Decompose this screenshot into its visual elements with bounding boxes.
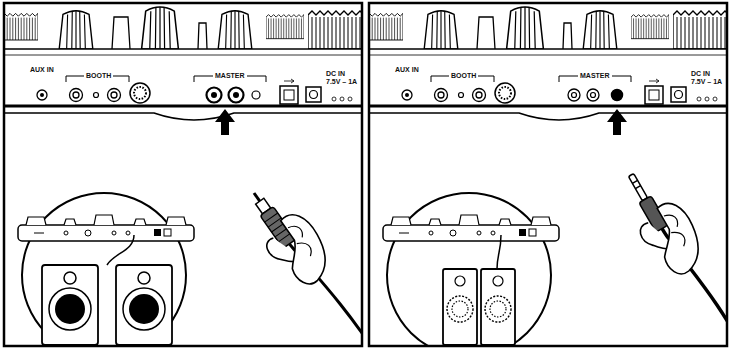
jack-symbol [572, 93, 577, 98]
jack-symbol [49, 288, 91, 330]
aux-in-label: AUX IN [28, 66, 56, 74]
jack-symbol [138, 272, 150, 284]
panel-shape [481, 269, 515, 345]
drawing-group [443, 89, 727, 346]
jack-panel [361, 3, 730, 350]
outline-path [607, 109, 627, 135]
jack-symbol [207, 88, 222, 103]
jack-symbol [123, 288, 165, 330]
outline-path [632, 180, 640, 188]
jack-symbol [55, 294, 85, 324]
jack-symbol [568, 89, 580, 101]
outline-path [265, 207, 340, 289]
jack-symbol [587, 89, 599, 101]
panel-shape [116, 265, 172, 345]
aux-in-label: AUX IN [393, 66, 421, 74]
jack-symbol [447, 296, 473, 322]
dc-in-label: DC IN 7.5V – 1A [691, 70, 725, 86]
jack-symbol [233, 92, 239, 98]
master-label: MASTER [213, 72, 247, 80]
jack-symbol [252, 91, 260, 99]
outline-path [286, 222, 316, 258]
jack-symbol [490, 301, 506, 317]
jack-symbol [229, 88, 244, 103]
knob-symbol [361, 3, 730, 350]
panel-shape [443, 269, 477, 345]
outline-path [497, 235, 501, 269]
jack-symbol [64, 272, 76, 284]
jack-symbol [452, 301, 468, 317]
monitor-speaker [42, 265, 172, 345]
booth-label: BOOTH [449, 72, 478, 80]
rca-plug-hand [236, 177, 362, 346]
outline-path [215, 109, 235, 135]
jack-symbol [485, 296, 511, 322]
drawing-group [42, 88, 362, 347]
outline-path [107, 235, 134, 265]
panel-shape [628, 174, 647, 201]
rca-panel [0, 3, 392, 350]
booth-label: BOOTH [84, 72, 113, 80]
jack-plug-hand [612, 161, 727, 346]
jack-symbol [591, 93, 596, 98]
knob-symbol [0, 3, 368, 350]
panel-shape [42, 265, 98, 345]
jack-symbol [129, 294, 159, 324]
jack-symbol [211, 92, 217, 98]
jack-symbol [493, 276, 503, 286]
jack-symbol [612, 90, 623, 101]
master-label: MASTER [578, 72, 612, 80]
outline-path [662, 211, 690, 248]
bookshelf-speaker [443, 269, 515, 345]
jack-symbol [455, 276, 465, 286]
dc-in-label: DC IN 7.5V – 1A [326, 70, 360, 86]
outline-path [640, 197, 711, 279]
